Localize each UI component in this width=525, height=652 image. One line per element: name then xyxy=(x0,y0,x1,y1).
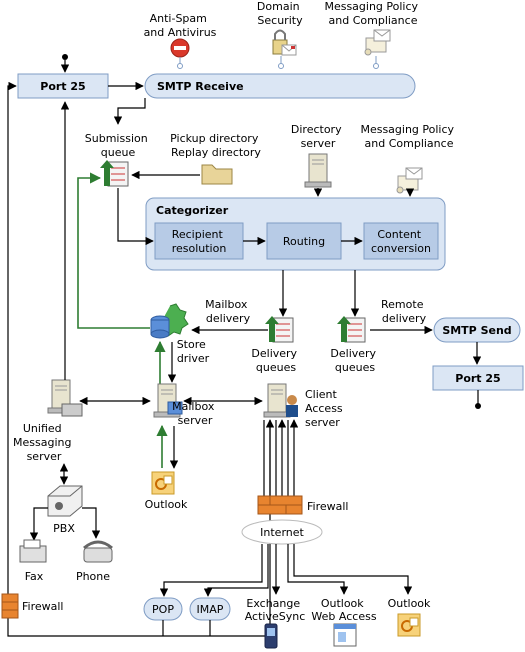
recipient-resolution-label: Recipient resolution xyxy=(172,228,227,255)
port25-bottom-box xyxy=(432,365,524,391)
domain-security-label: Domain Security xyxy=(257,0,303,27)
outlook-mid-label: Outlook xyxy=(145,498,188,511)
firewall-mid-label: Firewall xyxy=(307,500,348,513)
smtp-receive-box xyxy=(144,73,416,99)
phone-icon xyxy=(83,540,113,563)
fax-icon xyxy=(19,539,47,563)
mailbox-server-icon xyxy=(153,383,183,418)
delivery-queues-right-label: Delivery queues xyxy=(330,347,379,374)
firewall-mid-icon xyxy=(257,495,303,515)
firewall-left-icon xyxy=(1,593,19,619)
pickup-replay-label: Pickup directory Replay directory xyxy=(170,132,262,159)
outlook-mid-icon xyxy=(151,471,175,495)
unified-messaging-server-icon xyxy=(47,379,83,417)
client-access-server-icon xyxy=(263,383,298,418)
messaging-policy-top-label: Messaging Policy and Compliance xyxy=(324,0,421,27)
smtp-receive-label: SMTP Receive xyxy=(157,80,244,93)
directory-server-label: Directory server xyxy=(291,123,345,150)
pbx-icon xyxy=(47,485,83,517)
store-driver-icon xyxy=(150,303,189,339)
pbx-label: PBX xyxy=(53,522,75,535)
port25-bottom-label: Port 25 xyxy=(455,372,500,385)
remote-delivery-label: Remote delivery xyxy=(381,298,427,325)
anti-spam-label: Anti-Spam and Antivirus xyxy=(144,12,217,39)
exit-point xyxy=(475,403,481,409)
outlook-web-access-label: Outlook Web Access xyxy=(311,597,376,623)
pickup-folder-icon xyxy=(201,164,233,185)
mailbox-server-label: Mailbox server xyxy=(172,400,218,427)
anti-spam-icon xyxy=(170,38,190,69)
phone-label: Phone xyxy=(76,570,110,583)
mailbox-delivery-label: Mailbox delivery xyxy=(205,298,251,325)
delivery-queue-right-icon xyxy=(336,315,366,343)
store-driver-label: Store driver xyxy=(177,338,210,365)
internet-cloud-icon xyxy=(241,519,323,545)
mobile-phone-icon xyxy=(264,623,278,649)
entry-point xyxy=(62,54,68,60)
client-access-server-label: Client Access server xyxy=(305,388,346,429)
messaging-policy-mid-icon xyxy=(396,167,423,194)
port25-top-label: Port 25 xyxy=(40,80,85,93)
smtp-send-label: SMTP Send xyxy=(442,324,511,337)
outlook-right-label: Outlook xyxy=(388,597,431,610)
unified-messaging-server-label: Unified Messaging server xyxy=(13,422,75,463)
fax-label: Fax xyxy=(25,570,44,583)
web-browser-icon xyxy=(333,623,357,647)
internet-label: Internet xyxy=(260,526,304,539)
recipient-resolution-box xyxy=(154,222,244,260)
firewall-left-label: Firewall xyxy=(22,600,63,613)
messaging-policy-top-icon xyxy=(364,29,391,69)
imap-label: IMAP xyxy=(197,603,224,616)
exchange-activesync-label: Exchange ActiveSync xyxy=(245,597,306,623)
outlook-right-icon xyxy=(397,613,421,637)
domain-security-lock-icon xyxy=(272,29,297,69)
delivery-queue-left-icon xyxy=(264,315,294,343)
pop-label: POP xyxy=(152,603,174,616)
messaging-policy-mid-label: Messaging Policy and Compliance xyxy=(360,123,457,150)
submission-queue-icon xyxy=(99,159,129,187)
categorizer-label: Categorizer xyxy=(156,204,229,217)
content-conversion-label: Content conversion xyxy=(371,228,431,255)
routing-label: Routing xyxy=(283,235,325,248)
submission-queue-label: Submission queue xyxy=(85,132,151,159)
content-conversion-box xyxy=(363,222,439,260)
directory-server-icon xyxy=(304,153,332,188)
delivery-queues-left-label: Delivery queues xyxy=(251,347,300,374)
